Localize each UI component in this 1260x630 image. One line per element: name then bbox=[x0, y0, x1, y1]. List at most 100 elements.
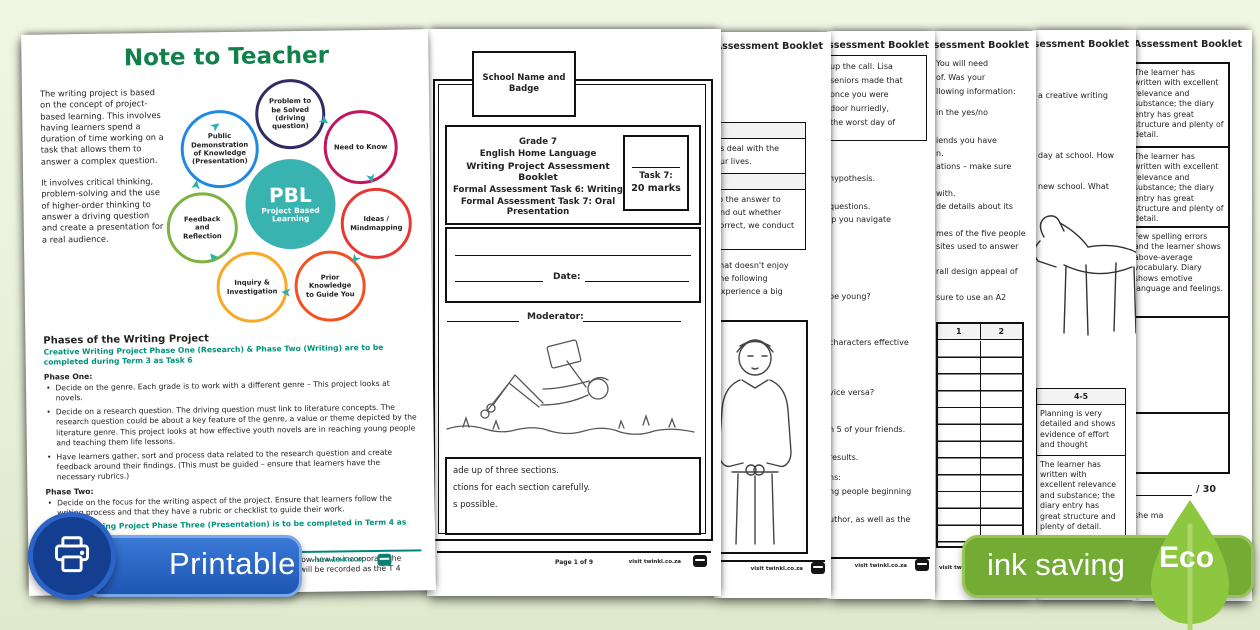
rubric-cell: Planning is very detailed and shows evid… bbox=[1036, 405, 1126, 456]
write-line bbox=[455, 281, 543, 282]
text-fragment: You will need bbox=[936, 59, 989, 68]
task-marks: 20 marks bbox=[631, 183, 681, 194]
column-header: 1 bbox=[938, 324, 981, 339]
bullet-text: Have learners gather, sort and process d… bbox=[56, 447, 393, 482]
page-booklet-5: Assessment Booklet You will need of. Was… bbox=[931, 31, 1036, 600]
task6-line: Formal Assessment Task 6: Writing bbox=[453, 185, 623, 195]
text-fragment: correct, we conduct bbox=[715, 221, 795, 230]
intro-paragraph: The writing project is based on the conc… bbox=[39, 87, 164, 167]
booklet-header: Assessment Booklet bbox=[1133, 39, 1242, 50]
text-fragment: the worst day of bbox=[830, 118, 896, 127]
eco-leaf-icon bbox=[1151, 500, 1229, 630]
footer-divider bbox=[437, 551, 711, 553]
page-booklet-6: Assessment Booklet a creative writing da… bbox=[1032, 30, 1136, 600]
rubric-header: 4-5 bbox=[1036, 388, 1126, 405]
text-fragment: rall design appeal of bbox=[936, 267, 1018, 276]
text-fragment: uthor, as well as the bbox=[829, 515, 911, 524]
date-label: Date: bbox=[553, 272, 581, 282]
school-name-box: School Name and Badge bbox=[472, 51, 576, 117]
bullet-item: Decide on the genre. Each grade is to wo… bbox=[44, 378, 418, 404]
scenario-box: up the call. Lisa seniors made that once… bbox=[827, 55, 927, 141]
text-fragment: characters effective bbox=[829, 338, 909, 347]
bullet-text: Decide on the focus for the writing aspe… bbox=[57, 493, 392, 518]
pbl-sublabel: Project Based Learning bbox=[261, 205, 320, 224]
name-date-box: Date: bbox=[445, 227, 701, 303]
text-fragment: questions. bbox=[829, 202, 871, 211]
node-label: Inquiry & Investigation bbox=[226, 278, 278, 296]
subject-line: English Home Language bbox=[479, 149, 597, 159]
write-line bbox=[585, 281, 689, 282]
booklet-title-line: Writing Project Assessment Booklet bbox=[466, 161, 610, 183]
booklet-header: Assessment Booklet bbox=[931, 40, 1029, 51]
booklet-header: Assessment Booklet bbox=[714, 41, 823, 52]
score-table: 1 2 bbox=[936, 322, 1024, 548]
write-line bbox=[455, 255, 691, 256]
text-fragment: in the yes/no bbox=[936, 108, 988, 117]
text-fragment: llowing information: bbox=[936, 87, 1016, 96]
text-fragment: day at school. How bbox=[1038, 151, 1115, 160]
text-fragment: ng people beginning bbox=[829, 487, 912, 496]
footer-divider bbox=[716, 560, 825, 562]
instruction-line: ade up of three sections. bbox=[453, 466, 559, 476]
cover-titles: Grade 7 English Home Language Writing Pr… bbox=[449, 135, 627, 219]
booklet-header: Assessment Booklet bbox=[1032, 39, 1129, 50]
text-fragment: mes of the five people bbox=[936, 229, 1026, 238]
flow-arrow-icon: ➤ bbox=[362, 171, 379, 186]
footer-site-link: visit twinkl.co.za bbox=[311, 557, 364, 564]
footer-divider bbox=[829, 557, 930, 559]
rubric-table: 4-5 Planning is very detailed and shows … bbox=[1036, 388, 1126, 538]
task-label: Task 7: bbox=[639, 171, 673, 181]
intro-text: The writing project is based on the conc… bbox=[40, 87, 166, 256]
bullet-text: Decide on the genre. Each grade is to wo… bbox=[55, 378, 390, 403]
text-fragment: sites used to answer bbox=[936, 242, 1019, 251]
diagram-node-need-to-know: Need to Know bbox=[323, 109, 399, 185]
score-table-rows bbox=[938, 340, 1022, 546]
task-box-divider bbox=[632, 167, 680, 168]
node-label: Public Demonstration of Knowledge (Prese… bbox=[191, 132, 249, 166]
text-fragment: a creative writing bbox=[1038, 91, 1108, 100]
ink-saving-badge-label: ink saving bbox=[987, 547, 1125, 582]
footer-site-link: visit twinkl.co.za bbox=[628, 559, 681, 565]
text-fragment: experience a big bbox=[716, 287, 783, 296]
text-fragment: ns: bbox=[829, 473, 841, 482]
text-fragment: lp you navigate bbox=[829, 215, 892, 224]
page-number: Page 1 of 9 bbox=[555, 559, 593, 566]
score-line bbox=[1134, 495, 1192, 496]
text-fragment: seniors made that bbox=[830, 76, 903, 85]
printable-badge[interactable]: Printable bbox=[84, 535, 302, 597]
text-fragment: door hurriedly, bbox=[830, 104, 889, 113]
text-fragment: de details about its bbox=[936, 202, 1013, 211]
node-label: Feedback and Reflection bbox=[183, 214, 222, 241]
pbl-center-circle: PBL Project Based Learning bbox=[244, 158, 337, 250]
text-fragment: new school. What bbox=[1038, 182, 1109, 191]
goat-illustration bbox=[1033, 215, 1136, 336]
diagram-node-feedback: Feedback and Reflection bbox=[166, 191, 239, 264]
text-fragment: n. bbox=[936, 149, 944, 158]
text-fragment: she ma bbox=[1134, 511, 1164, 520]
printable-badge-circle[interactable] bbox=[28, 512, 116, 600]
node-label: Ideas / Mindmapping bbox=[350, 214, 403, 232]
text-fragment: us deal with the bbox=[715, 144, 780, 153]
column-header: 2 bbox=[998, 327, 1005, 336]
instruction-line: ctions for each section carefully. bbox=[453, 483, 591, 493]
page-booklet-7: Assessment Booklet The learner has writt… bbox=[1132, 30, 1252, 601]
eco-badge-label: Eco bbox=[1159, 541, 1215, 574]
rubric-cell: Few spelling errors and the learner show… bbox=[1132, 228, 1228, 318]
bullet-item: Decide on a research question. The drivi… bbox=[44, 403, 419, 449]
printable-badge-label: Printable bbox=[169, 546, 296, 581]
text-fragment: sure to use an A2 bbox=[936, 293, 1007, 302]
twinkl-logo bbox=[915, 559, 929, 571]
twinkl-logo bbox=[377, 553, 392, 566]
rubric-cell-empty bbox=[1132, 318, 1228, 414]
standing-boy-illustration bbox=[718, 339, 792, 545]
text-fragment: be young? bbox=[829, 292, 871, 301]
diagram-node-ideas: Ideas / Mindmapping bbox=[340, 187, 413, 260]
reading-child-illustration bbox=[446, 339, 695, 435]
bullet-text: Decide on a research question. The drivi… bbox=[55, 402, 417, 448]
text-fragment: our lives. bbox=[715, 157, 752, 166]
picture-frame bbox=[714, 320, 808, 554]
task-marks-box: Task 7: 20 marks bbox=[623, 135, 689, 211]
write-line bbox=[583, 321, 681, 322]
bullet-item: Decide on the focus for the writing aspe… bbox=[46, 493, 420, 519]
page-title: Note to Teacher bbox=[123, 42, 330, 72]
